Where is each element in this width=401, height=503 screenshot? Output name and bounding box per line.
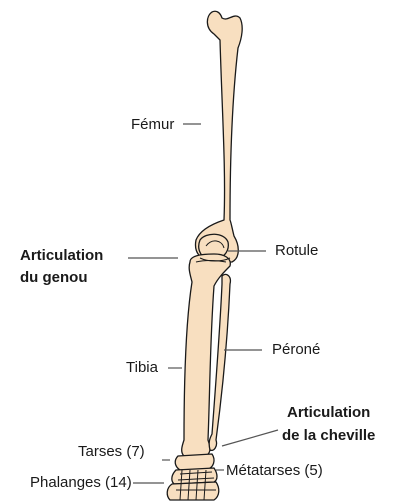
ankle-joint-label-line1: Articulation [287, 403, 370, 423]
tarsals-label: Tarses (7) [78, 443, 145, 461]
knee-joint-label-line2: du genou [20, 268, 88, 288]
knee-joint-label-line1: Articulation [20, 246, 103, 266]
phalanges-label: Phalanges (14) [30, 474, 132, 492]
metatarsals-label: Métatarses (5) [226, 462, 323, 480]
femur-label: Fémur [131, 116, 174, 134]
fibula-label: Péroné [272, 341, 320, 359]
ankle-joint-label-line2: de la cheville [282, 426, 375, 446]
metatarsals-bones [172, 468, 217, 484]
tibia-label: Tibia [126, 359, 158, 377]
ankle-joint-leader [222, 430, 278, 446]
femur-bone [196, 11, 243, 262]
patella-label: Rotule [275, 242, 318, 260]
phalanges-bones [167, 482, 219, 500]
tarsals-bones [175, 454, 214, 470]
